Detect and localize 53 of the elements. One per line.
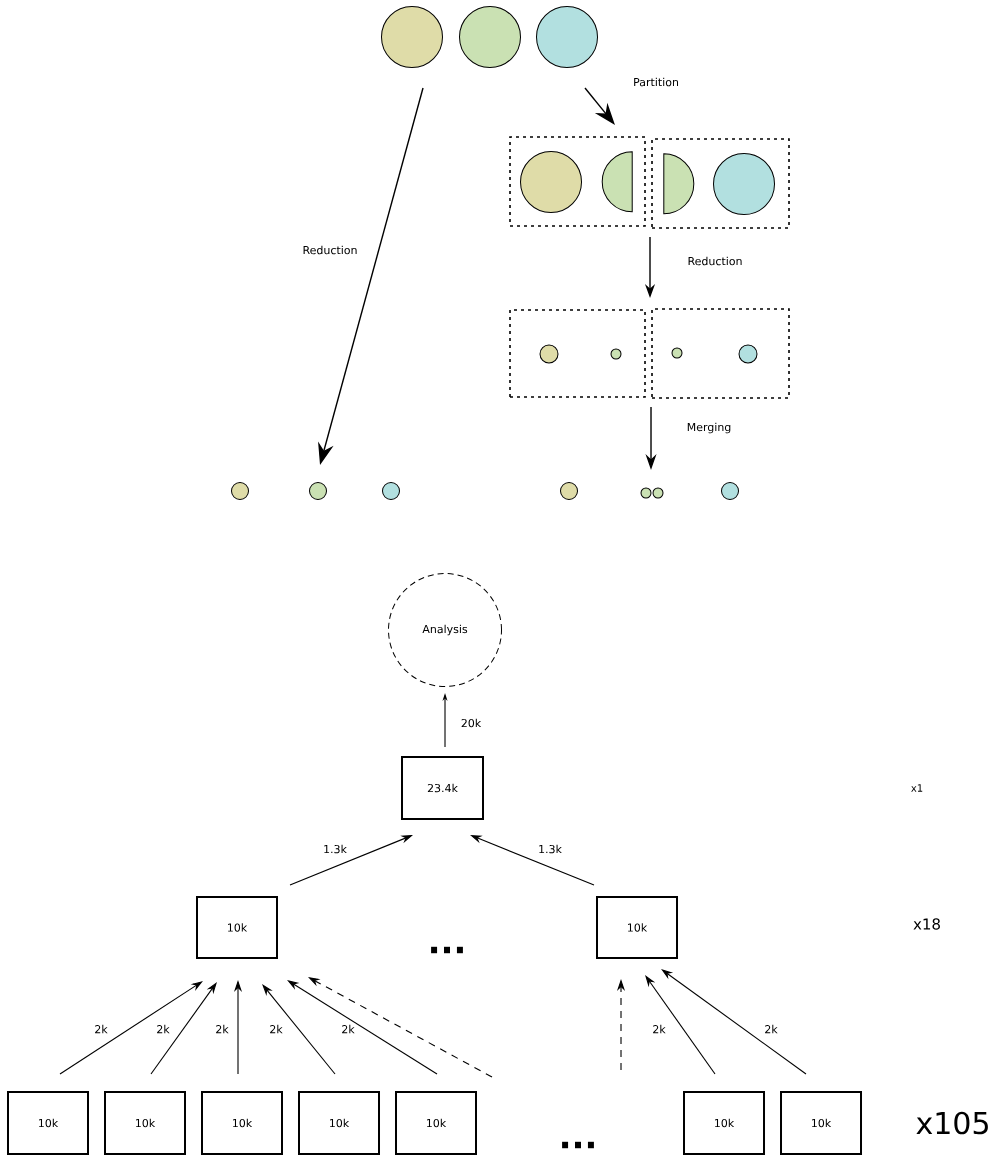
process-box: 10k [196, 896, 278, 959]
circle [381, 6, 443, 68]
dotted-box [651, 308, 790, 399]
annotation: x1 [911, 784, 923, 792]
edge-label: 2k [763, 1023, 779, 1035]
dotted-box [651, 138, 790, 229]
circle [520, 151, 582, 213]
annotation: x105 [916, 1111, 988, 1135]
circle [309, 482, 327, 500]
edge-label: 2k [155, 1023, 171, 1035]
annotation: ... [431, 946, 463, 954]
circle [459, 6, 521, 68]
process-box: 10k [683, 1091, 765, 1155]
arrow [150, 982, 217, 1075]
edge-label: 2k [651, 1023, 667, 1035]
circle [560, 482, 578, 500]
arrow [308, 977, 493, 1078]
process-box: 10k [7, 1091, 89, 1155]
edge-label: 1.3k [537, 843, 563, 855]
edge-label: 1.3k [322, 843, 348, 855]
process-box: 10k [395, 1091, 477, 1155]
process-box: 10k [104, 1091, 186, 1155]
dotted-box [509, 136, 646, 227]
edge-label: 2k [340, 1023, 356, 1035]
arrow [584, 87, 615, 125]
annotation: ... [562, 1141, 594, 1149]
dotted-box [509, 309, 646, 398]
edge-label: 20k [459, 717, 483, 729]
circle [539, 344, 559, 364]
circle [721, 482, 739, 500]
edge-label: 2k [268, 1023, 284, 1035]
edge-label: Merging [685, 421, 733, 435]
circle [382, 482, 400, 500]
process-box: 10k [298, 1091, 380, 1155]
circle [231, 482, 249, 500]
process-box: 10k [780, 1091, 862, 1155]
process-box: 23.4k [401, 756, 484, 820]
circle [738, 344, 758, 364]
arrow [59, 981, 203, 1075]
edge-label: 2k [93, 1023, 109, 1035]
edge-label: Reduction [686, 255, 744, 267]
edge-label: Reduction [301, 244, 359, 256]
arrow [661, 969, 807, 1075]
circle [713, 153, 775, 215]
annotation: x18 [913, 918, 940, 930]
circle [536, 6, 598, 68]
edge-label: Partition [632, 76, 680, 88]
arrow [287, 980, 438, 1075]
arrow [262, 984, 336, 1075]
process-box: 10k [596, 896, 678, 959]
arrow [645, 975, 716, 1075]
process-box: 10k [201, 1091, 283, 1155]
edge-label: 2k [214, 1023, 230, 1035]
